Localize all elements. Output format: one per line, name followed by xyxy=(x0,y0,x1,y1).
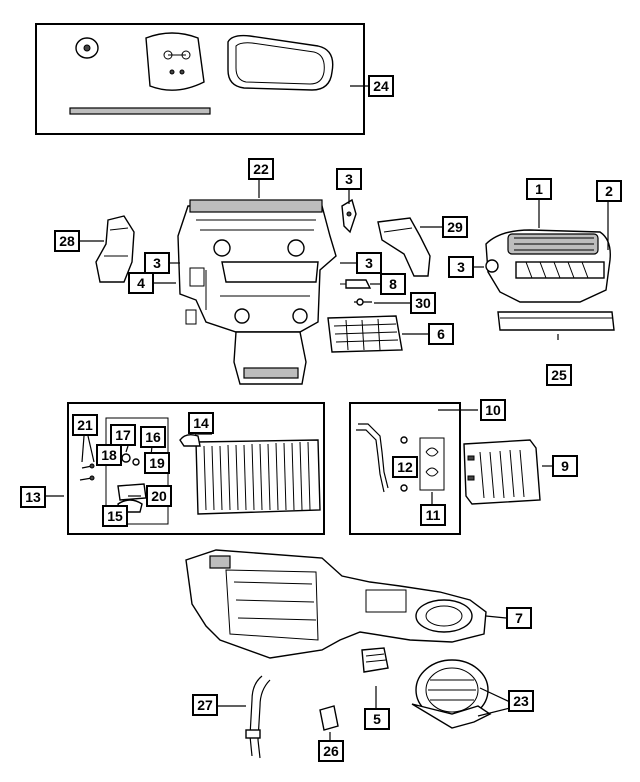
label-20: 20 xyxy=(146,485,172,507)
label-5: 5 xyxy=(364,708,390,730)
label-4: 4 xyxy=(128,272,154,294)
label-8: 8 xyxy=(380,273,406,295)
blower-resistor-part xyxy=(361,647,389,673)
label-15: 15 xyxy=(102,505,128,527)
label-3c: 3 xyxy=(356,252,382,274)
label-18: 18 xyxy=(96,444,122,466)
label-10: 10 xyxy=(480,399,506,421)
label-26: 26 xyxy=(318,740,344,762)
label-27: 27 xyxy=(192,694,218,716)
label-19: 19 xyxy=(144,452,170,474)
gasket-ring-part xyxy=(227,34,334,91)
label-3b: 3 xyxy=(144,252,170,274)
label-30: 30 xyxy=(410,292,436,314)
o-ring-parts-11 xyxy=(425,447,439,477)
group-10-box xyxy=(349,402,461,535)
group-11-outline xyxy=(419,437,445,491)
kit-24-box xyxy=(35,23,365,135)
label-14: 14 xyxy=(188,412,214,434)
label-3a: 3 xyxy=(336,168,362,190)
clip-part-3-top xyxy=(341,198,357,234)
label-11: 11 xyxy=(420,504,446,526)
label-12: 12 xyxy=(392,456,418,478)
clip-part-26 xyxy=(319,705,339,731)
label-3d: 3 xyxy=(448,256,474,278)
duct-part-29 xyxy=(377,217,431,277)
seal-plate-part xyxy=(145,32,205,91)
label-6: 6 xyxy=(428,323,454,345)
label-23: 23 xyxy=(508,690,534,712)
label-25: 25 xyxy=(546,364,572,386)
heater-tube-part xyxy=(356,423,408,493)
label-24: 24 xyxy=(368,75,394,97)
washer-part xyxy=(75,37,99,59)
filter-part-6 xyxy=(327,315,403,353)
label-21: 21 xyxy=(72,414,98,436)
filter-pad-part-25 xyxy=(497,311,615,331)
label-2: 2 xyxy=(596,180,622,202)
heater-core-part xyxy=(463,439,541,505)
drain-hose-part xyxy=(245,675,271,759)
hvac-housing-upper xyxy=(177,199,337,385)
sensor-part-8 xyxy=(340,279,372,289)
pin-part-30 xyxy=(354,298,372,306)
label-1: 1 xyxy=(526,178,552,200)
evaporator-core-part xyxy=(179,433,321,515)
label-16: 16 xyxy=(140,426,166,448)
bolt-parts-21 xyxy=(79,463,95,481)
hvac-housing-lower xyxy=(185,549,487,659)
label-7: 7 xyxy=(506,607,532,629)
label-17: 17 xyxy=(110,424,136,446)
duct-part-28 xyxy=(95,215,135,283)
group-13-box xyxy=(67,402,325,535)
label-28: 28 xyxy=(54,230,80,252)
label-9: 9 xyxy=(552,455,578,477)
label-13: 13 xyxy=(20,486,46,508)
label-22: 22 xyxy=(248,158,274,180)
foam-strip-part xyxy=(69,107,211,115)
blower-motor-part xyxy=(411,659,492,729)
blower-housing-part-1-2 xyxy=(485,229,611,303)
leader-lines xyxy=(46,85,609,740)
label-29: 29 xyxy=(442,216,468,238)
